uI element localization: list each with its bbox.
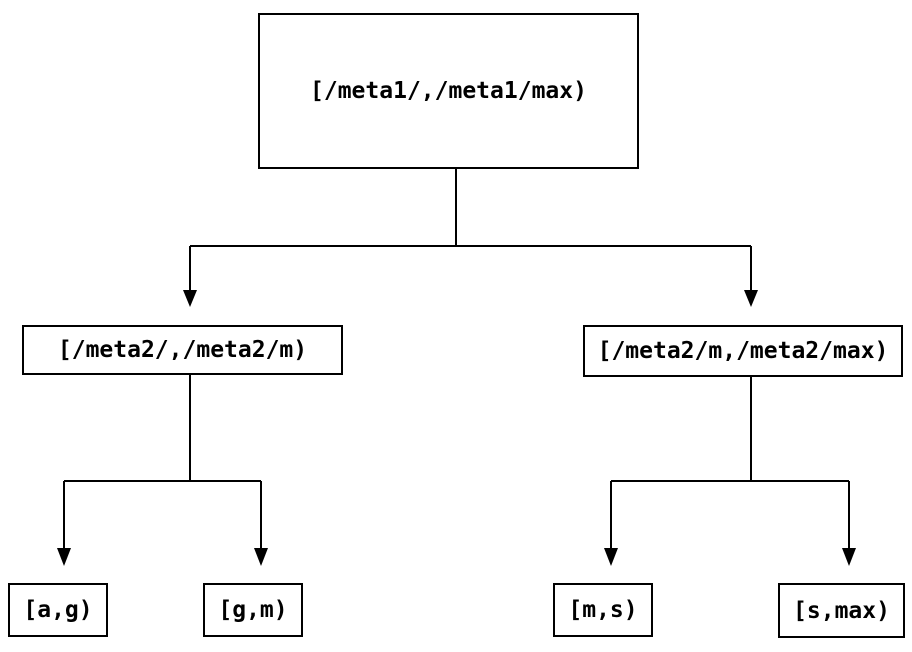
node-label: [/meta2/,/meta2/m) [57, 337, 308, 363]
node-label: [/meta2/m,/meta2/max) [597, 338, 889, 364]
arrowhead-down-icon [842, 548, 856, 566]
arrowhead-down-icon [57, 548, 71, 566]
node-label: [m,s) [568, 597, 638, 623]
arrowhead-down-icon [183, 290, 197, 307]
node-label: [g,m) [218, 597, 288, 623]
node-leaf-a-g: [a,g) [8, 583, 108, 637]
node-meta2-high-interval: [/meta2/m,/meta2/max) [583, 325, 903, 377]
node-leaf-s-max: [s,max) [778, 583, 905, 638]
edge-root-to-children [189, 169, 752, 291]
arrowhead-down-icon [604, 548, 618, 566]
edge-meta2low-to-children [63, 375, 262, 549]
arrowhead-down-icon [254, 548, 268, 566]
node-root-interval: [/meta1/,/meta1/max) [258, 13, 639, 169]
node-leaf-m-s: [m,s) [553, 583, 653, 637]
edge-meta2high-to-children [610, 377, 850, 549]
arrowhead-down-icon [744, 290, 758, 307]
node-label: [/meta1/,/meta1/max) [310, 78, 587, 104]
node-leaf-g-m: [g,m) [203, 583, 303, 637]
node-meta2-low-interval: [/meta2/,/meta2/m) [22, 325, 343, 375]
node-label: [a,g) [23, 597, 93, 623]
node-label: [s,max) [793, 597, 890, 624]
